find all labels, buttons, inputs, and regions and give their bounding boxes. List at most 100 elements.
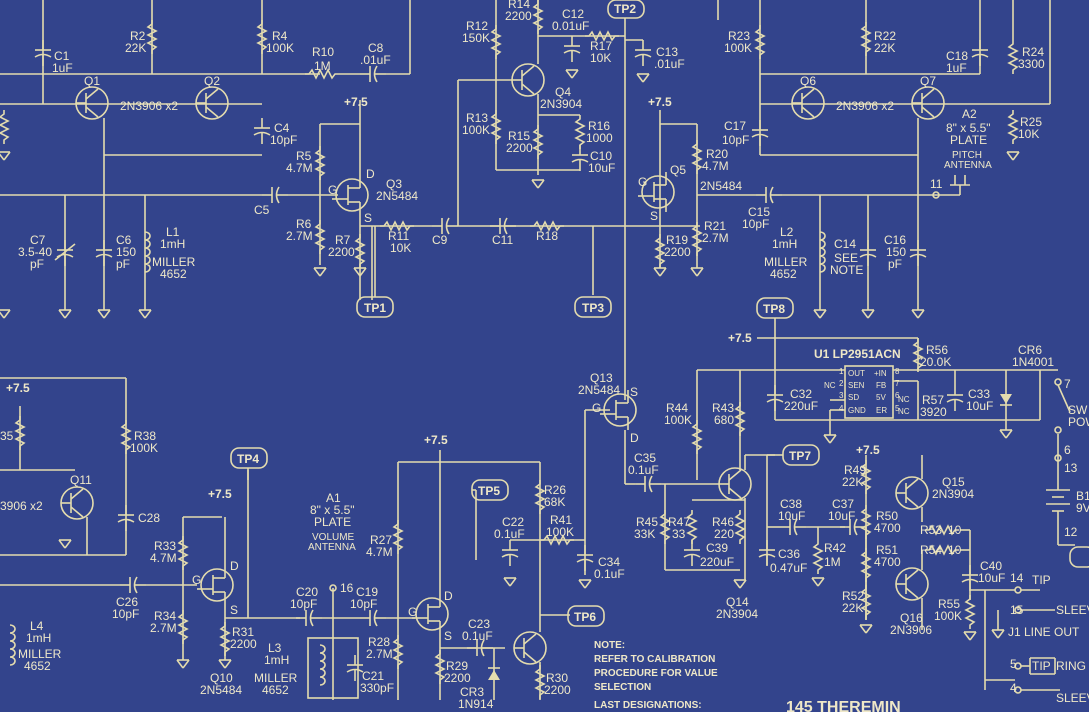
q-bottom-drain: D [444, 589, 453, 603]
c38-value: 10uF [778, 509, 805, 523]
u1-fb: FB [876, 381, 886, 390]
c14-value-2: NOTE [830, 263, 863, 277]
cr6-label: CR6 [1018, 343, 1042, 357]
r30-label: R30 [546, 671, 568, 685]
q3-value: 2N5484 [376, 189, 418, 203]
tp6-label: TP6 [574, 610, 596, 624]
node-5: 5 [1010, 657, 1017, 671]
q16-label: Q16 [900, 611, 923, 625]
u1-pin7: 7 [895, 379, 900, 388]
r4-label: R4 [272, 29, 288, 43]
q15-label: Q15 [942, 475, 965, 489]
c23-value: 0.1uF [462, 629, 493, 643]
l3-value: 1mH [264, 653, 289, 667]
c39-label: C39 [706, 541, 728, 555]
pwr-label-7: +7.5 [424, 433, 448, 447]
r16-label: R16 [588, 119, 610, 133]
schematic-title: 145 THEREMIN [786, 699, 901, 712]
r49-value: 22K [842, 475, 863, 489]
u1-nc-2: NC [898, 395, 910, 404]
c9-label: C9 [432, 233, 448, 247]
c37-label: C37 [832, 497, 854, 511]
tp1-label: TP1 [364, 301, 386, 315]
q-bottom-source: S [444, 629, 452, 643]
r10-label: R10 [312, 45, 334, 59]
c35-value: 0.1uF [628, 463, 659, 477]
q11-type: 3906 x2 [0, 499, 43, 513]
c40-label: C40 [980, 559, 1002, 573]
c6-value-1: 150 [116, 245, 136, 259]
u1-pin5: 5 [895, 404, 900, 413]
pwr-label-4: +7.5 [856, 443, 880, 457]
c37-value: 10uF [828, 509, 855, 523]
c16-value-1: 150 [886, 245, 906, 259]
c35-label: C35 [634, 451, 656, 465]
q13-source: S [630, 385, 638, 399]
r52-value: 22K [842, 601, 863, 615]
c21-label: C21 [362, 669, 384, 683]
note-last-designations: LAST DESIGNATIONS: [594, 700, 702, 711]
r4-value: 100K [266, 41, 294, 55]
tip-2: TIP [1032, 659, 1051, 673]
q4-value: 2N3904 [540, 97, 582, 111]
r28-value: 2.7M [366, 647, 393, 661]
r52-label: R52 [842, 589, 864, 603]
r41-label: R41 [550, 513, 572, 527]
r25-value: 10K [1018, 127, 1039, 141]
top-right-oscillator [637, 0, 1051, 319]
u1-pin4: 4 [839, 404, 844, 413]
r17-value: 10K [590, 51, 611, 65]
l1-maker: MILLER [152, 255, 196, 269]
l1-part: 4652 [160, 267, 187, 281]
a2-label: A2 [962, 107, 977, 121]
q13-drain: D [630, 431, 639, 445]
u1-pin2: 2 [839, 379, 844, 388]
b1-label: B1 [1076, 489, 1089, 503]
r42-label: R42 [824, 541, 846, 555]
r19-value: 2200 [664, 245, 691, 259]
c38-label: C38 [780, 497, 802, 511]
r44-label: R44 [666, 401, 688, 415]
r51-value: 4700 [874, 555, 901, 569]
r28-label: R28 [368, 635, 390, 649]
u1-sd: SD [848, 393, 859, 402]
c36-value: 0.47uF [770, 561, 807, 575]
c10-value: 10uF [588, 161, 615, 175]
tp7-label: TP7 [789, 449, 811, 463]
q5-gate: G [638, 175, 647, 189]
r19-label: R19 [666, 233, 688, 247]
r34-value: 2.7M [150, 621, 177, 635]
l2-part: 4652 [770, 267, 797, 281]
j1-label: J1 LINE OUT [1008, 625, 1080, 639]
r29-label: R29 [446, 659, 468, 673]
r51-label: R51 [876, 543, 898, 557]
c40-value: 10uF [978, 571, 1005, 585]
cr3-value: 1N914 [458, 697, 494, 711]
r10-value: 1M [314, 59, 331, 73]
node-4: 4 [1010, 681, 1017, 695]
r14-value: 2200 [505, 9, 532, 23]
pwr-label-5: +7.5 [6, 381, 30, 395]
node-14: 14 [1010, 571, 1024, 585]
q6-label: Q6 [800, 74, 816, 88]
a2-type-2: ANTENNA [944, 160, 992, 171]
c26-label: C26 [116, 595, 138, 609]
top-center-amp [457, 0, 700, 400]
r5-value: 4.7M [286, 161, 313, 175]
r45-label: R45 [636, 515, 658, 529]
q14-label: Q14 [726, 595, 749, 609]
q13-value: 2N5484 [578, 383, 620, 397]
r53-label: R53 [920, 523, 942, 537]
q3-gate: G [328, 183, 337, 197]
r41-value: 100K [546, 525, 574, 539]
c23-label: C23 [468, 617, 490, 631]
r24-label: R24 [1022, 45, 1044, 59]
q4-label: Q4 [555, 85, 571, 99]
r25-label: R25 [1020, 115, 1042, 129]
r12-value: 150K [462, 31, 490, 45]
l3-part: 4652 [262, 683, 289, 697]
cr3-label: CR3 [460, 685, 484, 699]
a1-size: 8" x 5.5" [310, 503, 355, 517]
bottom-left-oscillator [0, 377, 594, 700]
u1-in: +IN [874, 369, 887, 378]
